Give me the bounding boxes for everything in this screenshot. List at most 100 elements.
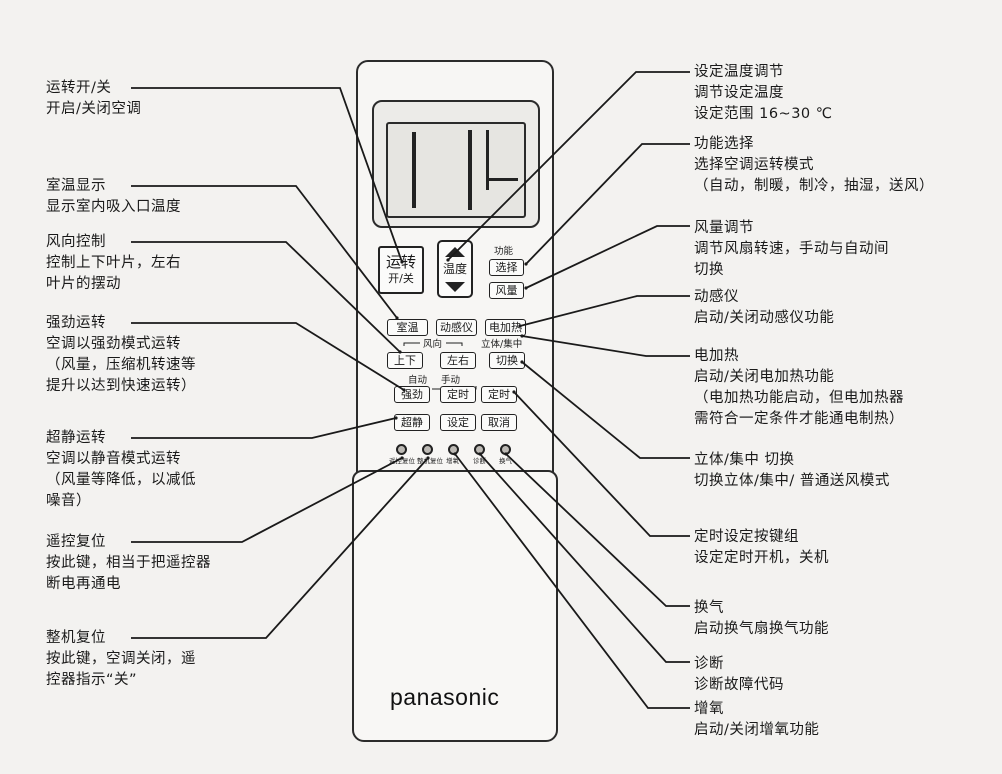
vertical-swing-button[interactable]: 上下 [387,352,423,369]
powerful-button[interactable]: 强劲 [394,386,430,403]
annotation-fan: 风量调节调节风扇转速，手动与自动间切换 [694,218,889,281]
remote-reset-hole[interactable] [396,444,407,455]
ventilation-hole[interactable] [500,444,511,455]
annotation-line: 设定定时开机，关机 [694,550,829,566]
annotation-line: 启动/关闭增氧功能 [694,722,820,738]
annotation-title: 风向控制 [46,234,106,250]
annotation-line: 调节风扇转速，手动与自动间 [694,241,889,257]
annotation-diag: 诊断诊断故障代码 [694,654,784,696]
lcd-segment [468,130,472,210]
annotation-room-temp: 室温显示显示室内吸入口温度 [46,176,181,218]
mode-select-button[interactable]: 选择 [489,259,524,276]
annotation-line: 空调以强劲模式运转 [46,336,181,352]
annotation-title: 功能选择 [694,136,754,152]
annotation-heater: 电加热启动/关闭电加热功能 （电加热功能启动，但电加热器需符合一定条件才能通电制热… [694,346,904,430]
temperature-label: 温度 [442,262,467,276]
remote-reset-label: 遥控复位 [389,457,415,465]
diagnosis-label: 诊断 [473,457,486,465]
annotation-timer: 定时设定按键组设定定时开机，关机 [694,527,829,569]
annotation-temp-set: 设定温度调节调节设定温度设定范围 16~30 ℃ [694,62,833,125]
timer-cancel-button[interactable]: 取消 [481,414,517,431]
stereo-switch-button[interactable]: 切换 [489,352,525,369]
annotation-oxygen: 增氧启动/关闭增氧功能 [694,699,819,741]
annotation-line: 按此键，相当于把遥控器 [46,555,211,571]
annotation-line: 切换 [694,262,724,278]
annotation-line: 选择空调运转模式 [694,157,814,173]
electric-heater-button[interactable]: 电加热 [485,319,526,336]
fan-speed-button[interactable]: 风量 [489,282,524,299]
annotation-title: 整机复位 [46,630,106,646]
unit-reset-label: 整机复位 [417,457,443,465]
function-label: 功能 [494,246,514,257]
annotation-line: （电加热功能启动，但电加热器 [694,390,904,406]
annotation-vent: 换气启动换气扇换气功能 [694,598,829,640]
annotation-line: 启动换气扇换气功能 [694,621,829,637]
stereo-concentrate-label: 立体/集中 [481,339,523,350]
annotation-title: 诊断 [694,656,724,672]
annotation-title: 定时设定按键组 [694,529,799,545]
annotation-stereo: 立体/集中 切换切换立体/集中/ 普通送风模式 [694,450,890,492]
auto-label: 自动 [408,375,428,386]
annotation-line: 启动/关闭电加热功能 [694,369,835,385]
oxygen-hole[interactable] [448,444,459,455]
annotation-line: （自动，制暖，制冷，抽湿，送风） [694,178,934,194]
annotation-line: 切换立体/集中/ 普通送风模式 [694,473,890,489]
annotation-powerful: 强劲运转空调以强劲模式运转 （风量，压缩机转速等提升以达到快速运转） [46,313,196,397]
annotation-line: 控制上下叶片，左右 [46,255,181,271]
annotation-title: 超静运转 [46,430,106,446]
annotation-airflow-dir: 风向控制控制上下叶片，左右叶片的摆动 [46,232,181,295]
annotation-line: 设定范围 16~30 ℃ [694,106,833,122]
annotation-mode: 功能选择选择空调运转模式 （自动，制暖，制冷，抽湿，送风） [694,134,934,197]
annotation-title: 设定温度调节 [694,64,784,80]
annotation-title: 强劲运转 [46,315,106,331]
annotation-unit-reset: 整机复位按此键，空调关闭，遥控器指示“关” [46,628,196,691]
annotation-line: 显示室内吸入口温度 [46,199,181,215]
ventilation-label: 换气 [499,457,512,465]
annotation-line: 提升以达到快速运转） [46,378,196,394]
annotation-line: 控器指示“关” [46,672,138,688]
annotation-title: 增氧 [694,701,724,717]
manual-label: 手动 [441,375,461,386]
lcd-segment [412,132,416,208]
timer-on-button[interactable]: 定时 [440,386,476,403]
temperature-rocker[interactable]: 温度 [437,240,473,298]
room-temp-button[interactable]: 室温 [387,319,428,336]
annotation-line: 叶片的摆动 [46,276,121,292]
unit-reset-hole[interactable] [422,444,433,455]
annotation-title: 遥控复位 [46,534,106,550]
annotation-line: （风量，压缩机转速等 [46,357,196,373]
annotation-line: 噪音） [46,493,91,509]
wind-direction-label: 风向 [423,339,443,350]
motion-sensor-button[interactable]: 动感仪 [436,319,477,336]
annotation-line: 按此键，空调关闭，遥 [46,651,196,667]
power-button-sublabel: 开/关 [388,272,414,285]
power-button[interactable]: 运转 开/关 [378,246,424,294]
lcd-segment [486,130,489,190]
annotation-title: 运转开/关 [46,80,112,96]
annotation-motion: 动感仪启动/关闭动感仪功能 [694,287,834,329]
annotation-line: 断电再通电 [46,576,121,592]
quiet-button[interactable]: 超静 [394,414,430,431]
annotation-title: 风量调节 [694,220,754,236]
annotation-line: 调节设定温度 [694,85,784,101]
horizontal-swing-button[interactable]: 左右 [440,352,476,369]
annotation-title: 动感仪 [694,289,739,305]
annotation-line: 需符合一定条件才能通电制热） [694,411,904,427]
diagnosis-hole[interactable] [474,444,485,455]
timer-off-button[interactable]: 定时 [481,386,517,403]
annotation-line: （风量等降低，以减低 [46,472,196,488]
annotation-quiet: 超静运转空调以静音模式运转（风量等降低，以减低噪音） [46,428,196,512]
annotation-power: 运转开/关开启/关闭空调 [46,78,141,120]
annotation-line: 启动/关闭动感仪功能 [694,310,835,326]
annotation-title: 室温显示 [46,178,106,194]
timer-set-button[interactable]: 设定 [440,414,476,431]
annotation-title: 电加热 [694,348,739,364]
power-button-label: 运转 [385,253,416,271]
annotation-title: 立体/集中 切换 [694,452,795,468]
annotation-remote-reset: 遥控复位按此键，相当于把遥控器断电再通电 [46,532,211,595]
oxygen-label: 增氧 [446,457,459,465]
annotation-line: 诊断故障代码 [694,677,784,693]
lcd-segment [486,178,518,181]
annotation-title: 换气 [694,600,724,616]
